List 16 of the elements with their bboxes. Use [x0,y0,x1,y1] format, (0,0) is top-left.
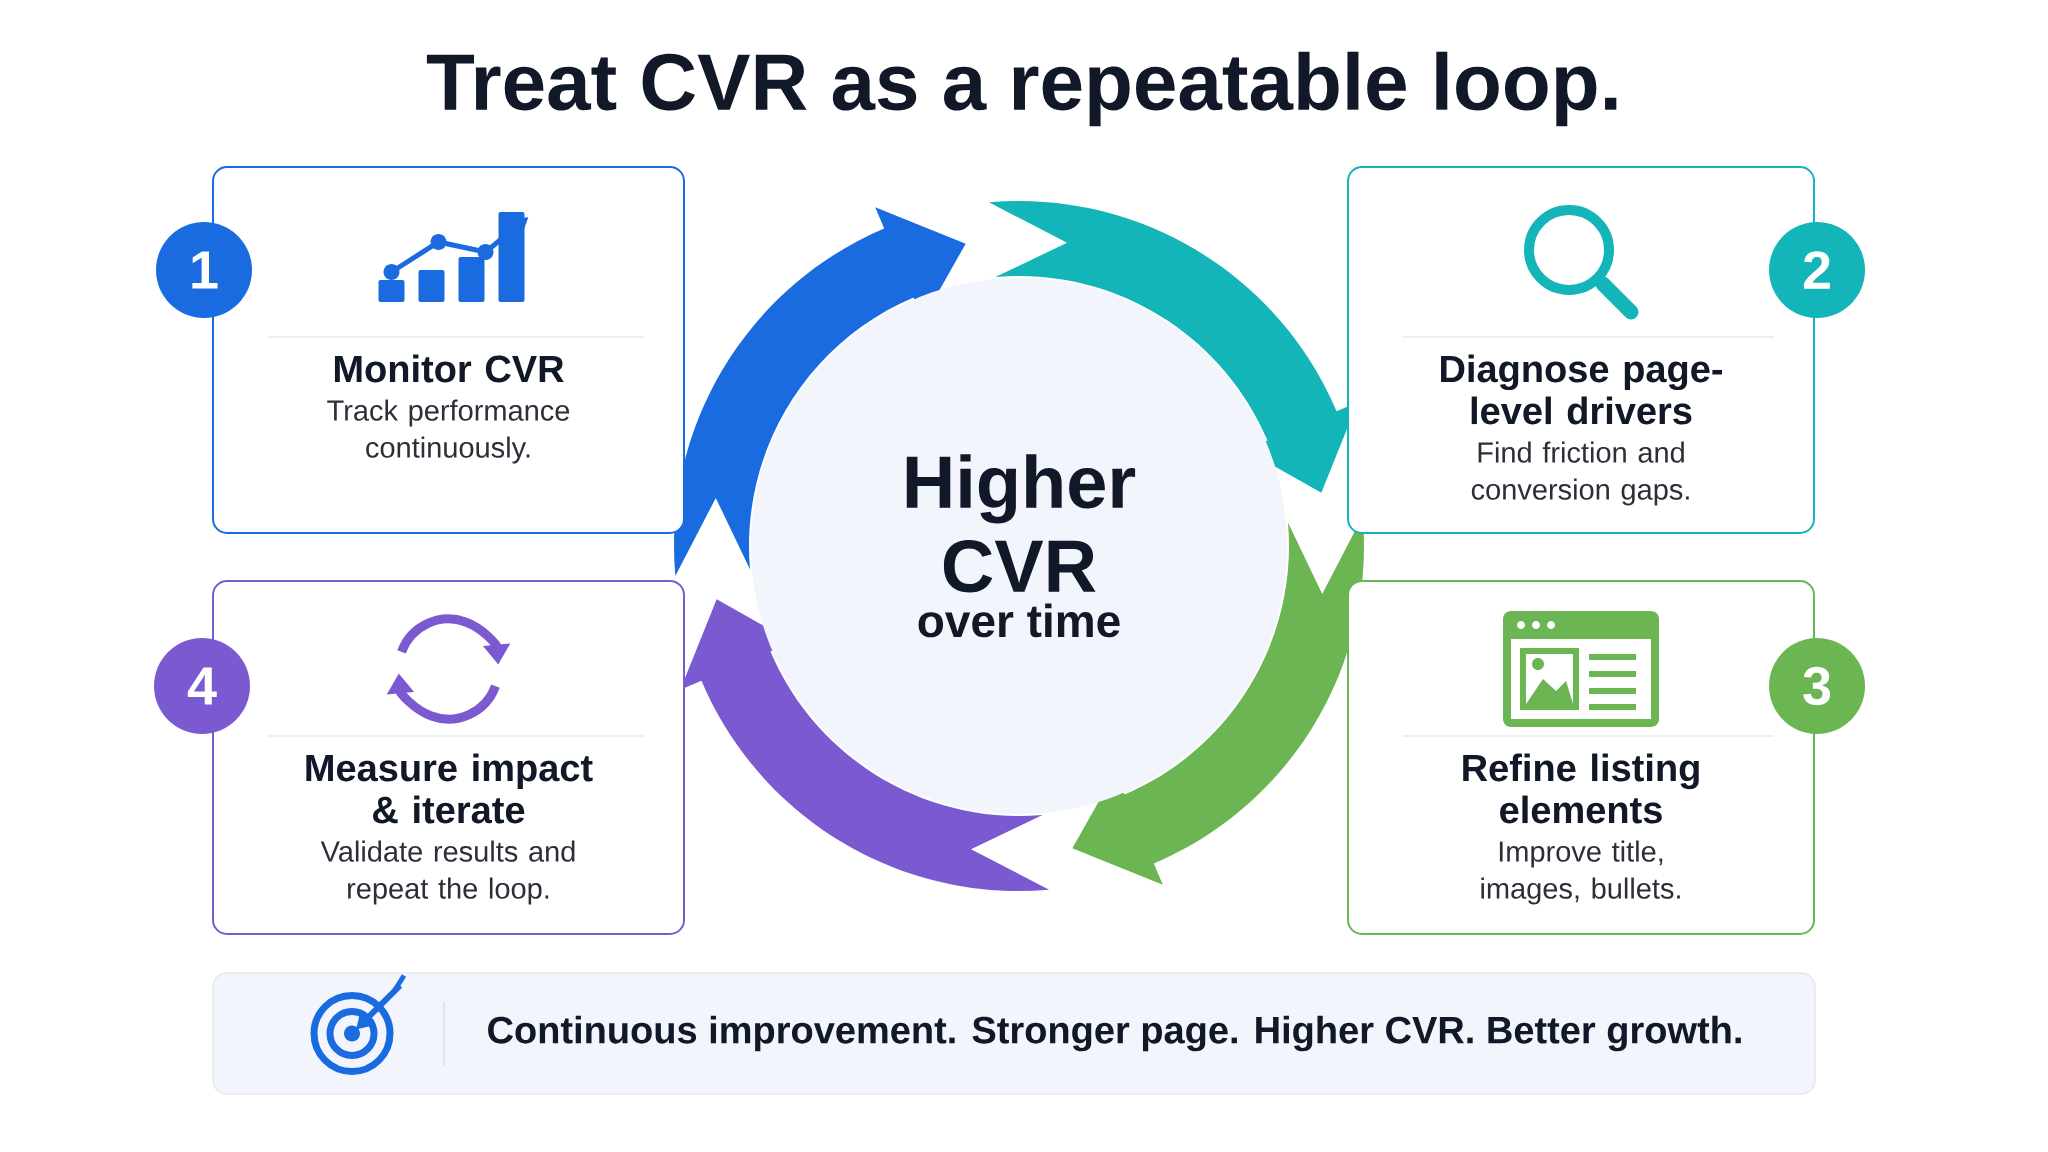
card-description: Validate results and repeat the loop. [320,840,575,905]
card-description: Track performance continuously. [327,399,570,464]
number-badge: 4 [154,638,250,734]
card-heading: Measure impact & iterate [306,753,593,824]
banner-text: Continuous improvement. Stronger page. Higher CVR. Better growth. [488,1015,1741,1052]
card-description: Find friction and conversion gaps. [1471,441,1689,506]
number-badge: 3 [1769,638,1865,734]
title: Treat CVR as a repeatable loop. [426,51,1617,127]
card-heading: Diagnose page-level drivers [1441,354,1722,425]
card-description: Improve title, images, bullets. [1481,840,1680,905]
card-heading: Monitor CVR [334,354,564,383]
center-subtitle: over time [918,603,1120,638]
card-heading: Refine listing elements [1463,753,1699,824]
center-heading: Higher CVR [906,454,1136,593]
number-badge: 2 [1769,222,1865,318]
number-badge: 1 [156,222,252,318]
